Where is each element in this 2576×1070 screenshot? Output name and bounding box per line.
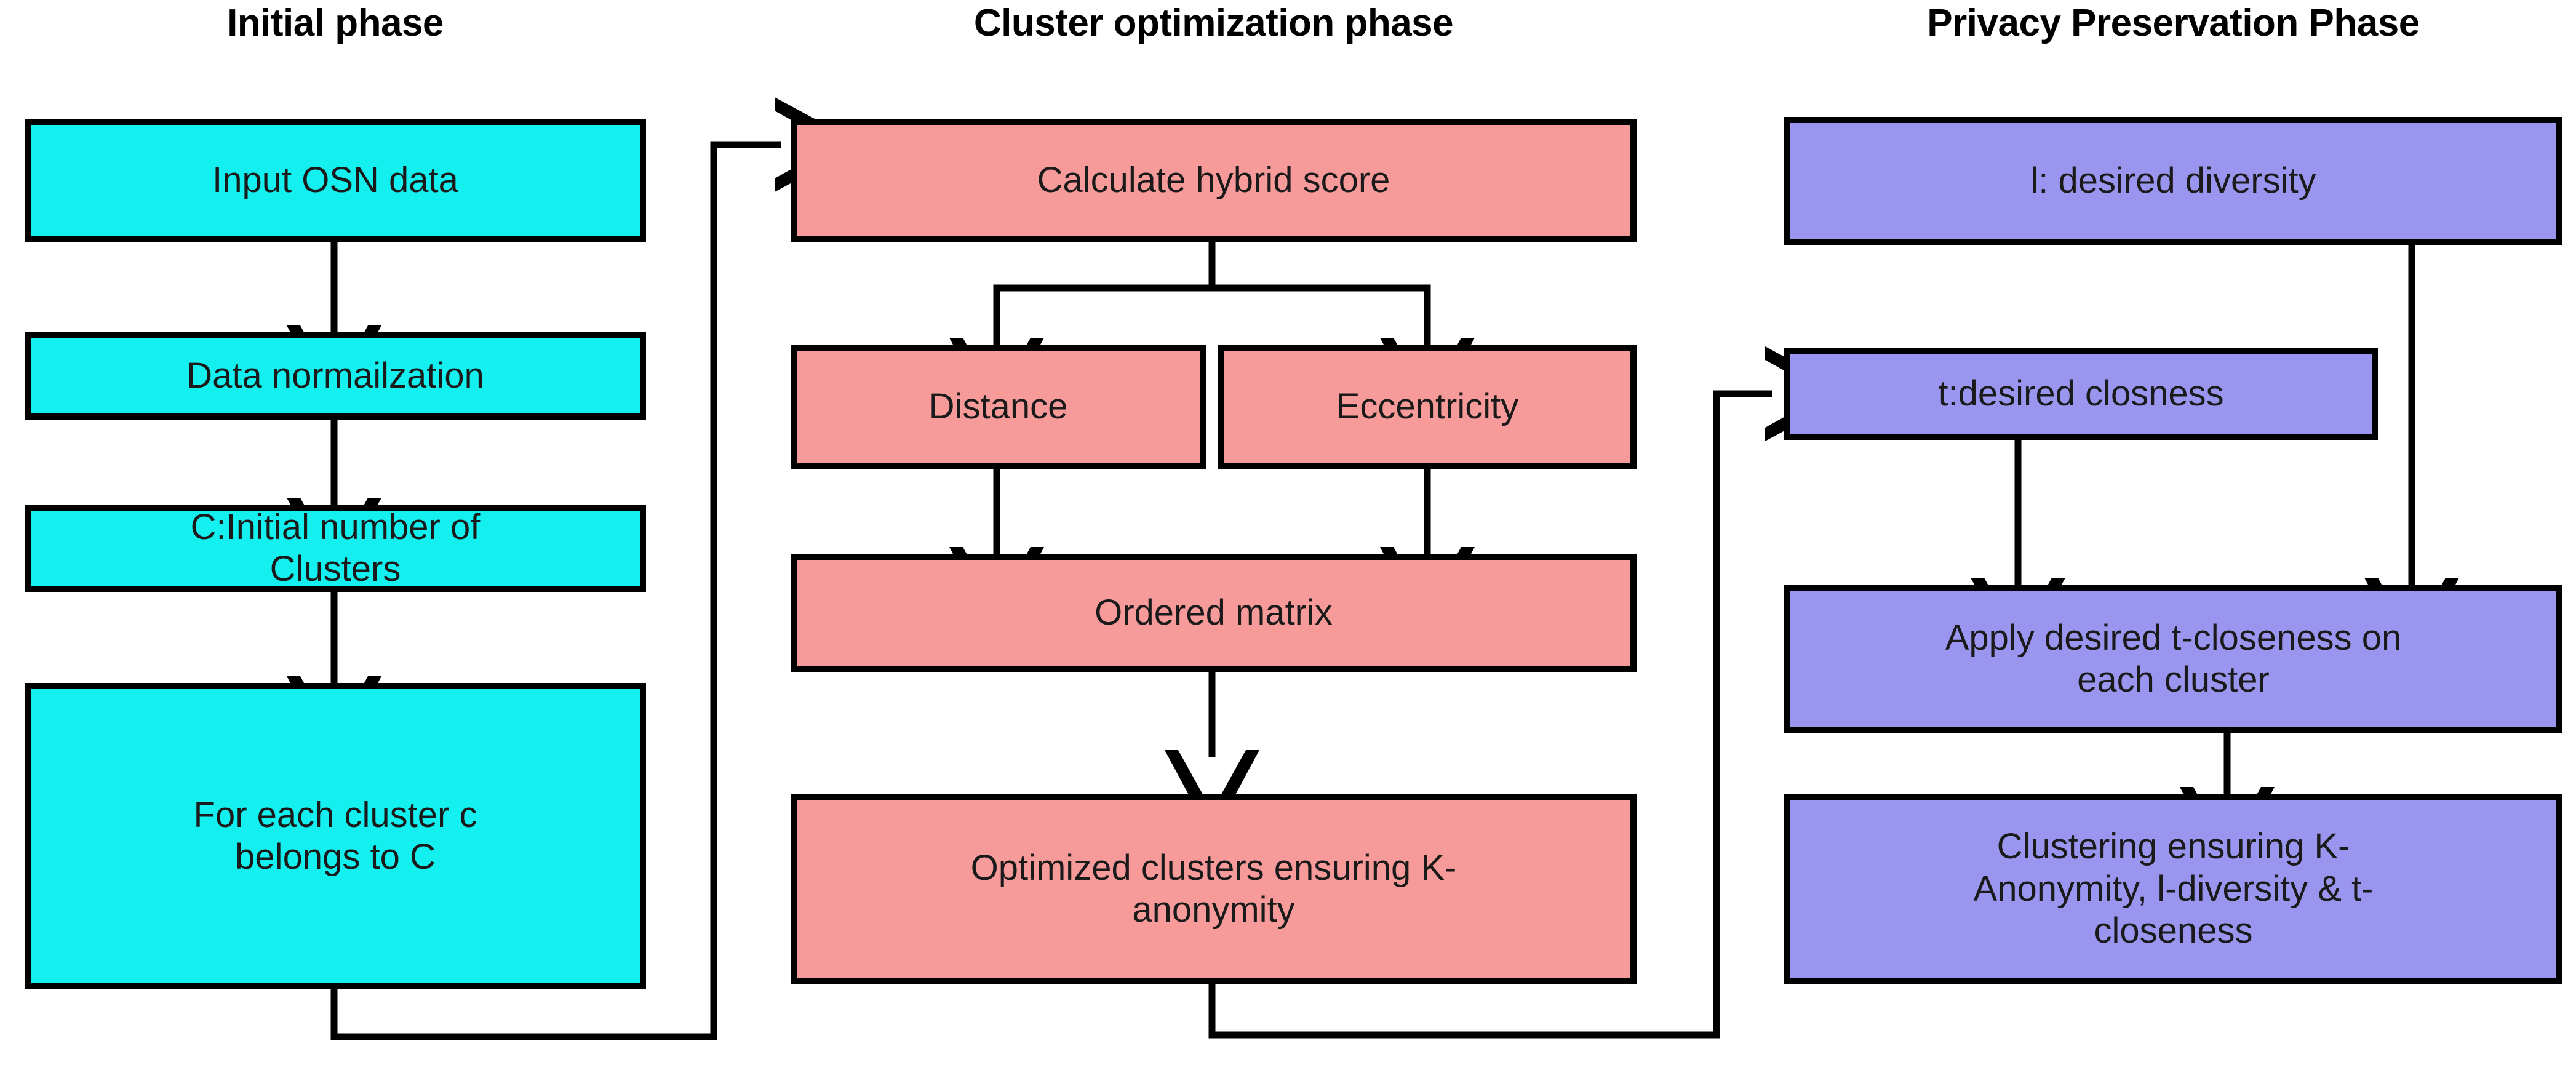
node-ordered-matrix-label: Ordered matrix xyxy=(1095,592,1333,633)
node-distance-label: Distance xyxy=(928,386,1068,427)
node-input-osn-data[interactable]: Input OSN data xyxy=(25,119,646,242)
node-optimized-clusters[interactable]: Optimized clusters ensuring K- anonymity xyxy=(791,794,1637,984)
node-desired-closeness[interactable]: t:desired closness xyxy=(1784,348,2378,440)
node-input-osn-data-label: Input OSN data xyxy=(212,159,458,200)
node-distance[interactable]: Distance xyxy=(791,345,1206,469)
node-desired-diversity[interactable]: l: desired diversity xyxy=(1784,117,2562,245)
node-final-clustering-line2: Anonymity, l-diversity & t- xyxy=(1973,868,2374,909)
node-final-clustering-line1: Clustering ensuring K- xyxy=(1996,826,2350,867)
node-data-normalization-label: Data normailzation xyxy=(186,355,484,396)
node-calculate-hybrid-score-label: Calculate hybrid score xyxy=(1037,159,1390,200)
node-apply-t-closeness-line1: Apply desired t-closeness on xyxy=(1945,617,2402,658)
node-for-each-cluster-line1: For each cluster c xyxy=(193,794,477,835)
node-desired-closeness-label: t:desired closness xyxy=(1938,373,2224,413)
node-for-each-cluster[interactable]: For each cluster c belongs to C xyxy=(25,683,646,989)
edge-hybrid-to-eccentricity xyxy=(1208,242,1475,426)
node-desired-diversity-label: l: desired diversity xyxy=(2030,160,2316,201)
node-initial-number-of-clusters-line1: C:Initial number of xyxy=(190,506,481,547)
node-calculate-hybrid-score[interactable]: Calculate hybrid score xyxy=(791,119,1637,242)
node-initial-number-of-clusters[interactable]: C:Initial number of Clusters xyxy=(25,505,646,592)
node-final-clustering[interactable]: Clustering ensuring K- Anonymity, l-dive… xyxy=(1784,794,2562,984)
node-ordered-matrix[interactable]: Ordered matrix xyxy=(791,554,1637,672)
node-apply-t-closeness[interactable]: Apply desired t-closeness on each cluste… xyxy=(1784,585,2562,733)
node-final-clustering-line3: closeness xyxy=(2094,911,2253,951)
node-optimized-clusters-line2: anonymity xyxy=(1132,890,1295,930)
phase-title-privacy-preservation: Privacy Preservation Phase xyxy=(1927,2,2420,44)
phase-title-cluster-optimization: Cluster optimization phase xyxy=(973,2,1454,44)
node-apply-t-closeness-line2: each cluster xyxy=(2077,660,2270,700)
node-eccentricity-label: Eccentricity xyxy=(1336,386,1519,427)
node-optimized-clusters-line1: Optimized clusters ensuring K- xyxy=(970,847,1457,888)
node-data-normalization[interactable]: Data normailzation xyxy=(25,332,646,420)
node-eccentricity[interactable]: Eccentricity xyxy=(1218,345,1637,469)
edge-hybrid-to-distance xyxy=(949,242,1216,426)
phase-title-initial: Initial phase xyxy=(227,2,444,44)
node-initial-number-of-clusters-line2: Clusters xyxy=(269,549,401,589)
node-for-each-cluster-line2: belongs to C xyxy=(235,837,436,877)
